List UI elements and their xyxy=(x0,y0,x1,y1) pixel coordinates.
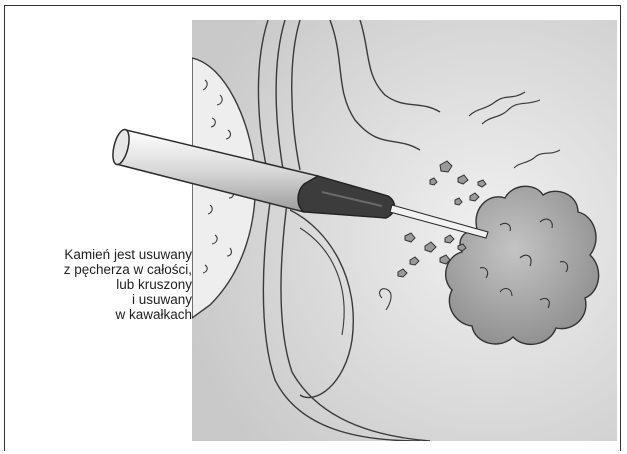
caption-line-3: lub kruszony xyxy=(16,277,192,292)
caption-line-4: i usuwany xyxy=(16,292,192,307)
caption-line-2: z pęcherza w całości, xyxy=(16,262,192,277)
caption-line-1: Kamień jest usuwany xyxy=(16,247,192,262)
caption-line-5: w kawałkach xyxy=(16,307,192,322)
figure-caption: Kamień jest usuwany z pęcherza w całości… xyxy=(16,247,192,322)
